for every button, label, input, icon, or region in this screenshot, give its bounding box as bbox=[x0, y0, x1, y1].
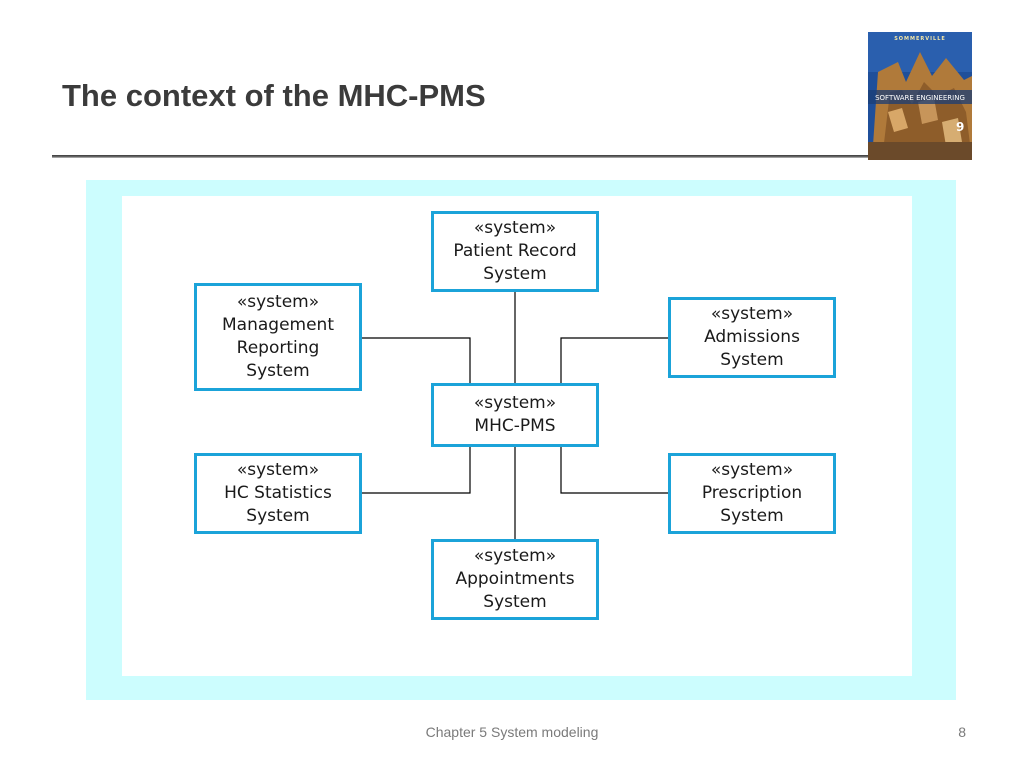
system-name-line: System bbox=[483, 264, 547, 284]
system-name-line: Patient Record bbox=[453, 241, 577, 261]
cover-author-text: SOMMERVILLE bbox=[894, 36, 946, 42]
stereotype-label: «system» bbox=[473, 546, 557, 566]
stereotype-label: «system» bbox=[710, 460, 794, 480]
stereotype-label: «system» bbox=[473, 218, 557, 238]
mhc-pms-system-box: «system» MHC-PMS bbox=[431, 383, 599, 447]
appointments-system-box: «system» Appointments System bbox=[431, 539, 599, 620]
book-cover-illustration bbox=[868, 32, 972, 160]
system-name-line: System bbox=[246, 506, 310, 526]
system-name-line: System bbox=[720, 506, 784, 526]
management-reporting-system-box: «system» Management Reporting System bbox=[194, 283, 362, 391]
system-name-line: Prescription bbox=[701, 483, 803, 503]
cover-edition-number: 9 bbox=[956, 120, 965, 134]
system-name-line: Management bbox=[222, 315, 334, 335]
stereotype-label: «system» bbox=[236, 460, 320, 480]
title-underline bbox=[52, 155, 870, 158]
prescription-system-box: «system» Prescription System bbox=[668, 453, 836, 534]
stereotype-label: «system» bbox=[236, 292, 320, 312]
system-name-line: System bbox=[720, 350, 784, 370]
system-name-line: Reporting bbox=[236, 338, 320, 358]
system-name-line: System bbox=[483, 592, 547, 612]
book-cover-image: SOMMERVILLE SOFTWARE ENGINEERING 9 bbox=[868, 32, 972, 160]
system-name-line: HC Statistics bbox=[224, 483, 332, 503]
cover-title-text: SOFTWARE ENGINEERING bbox=[875, 94, 965, 102]
hc-statistics-system-box: «system» HC Statistics System bbox=[194, 453, 362, 534]
slide-title: The context of the MHC-PMS bbox=[62, 78, 486, 113]
system-name-line: MHC-PMS bbox=[474, 416, 556, 436]
system-name-line: System bbox=[246, 361, 310, 381]
patient-record-system-box: «system» Patient Record System bbox=[431, 211, 599, 292]
footer-chapter-label: Chapter 5 System modeling bbox=[425, 724, 599, 740]
footer-page-number: 8 bbox=[958, 724, 966, 740]
system-name-line: Admissions bbox=[704, 327, 800, 347]
admissions-system-box: «system» Admissions System bbox=[668, 297, 836, 378]
stereotype-label: «system» bbox=[710, 304, 794, 324]
stereotype-label: «system» bbox=[473, 393, 557, 413]
system-name-line: Appointments bbox=[455, 569, 575, 589]
